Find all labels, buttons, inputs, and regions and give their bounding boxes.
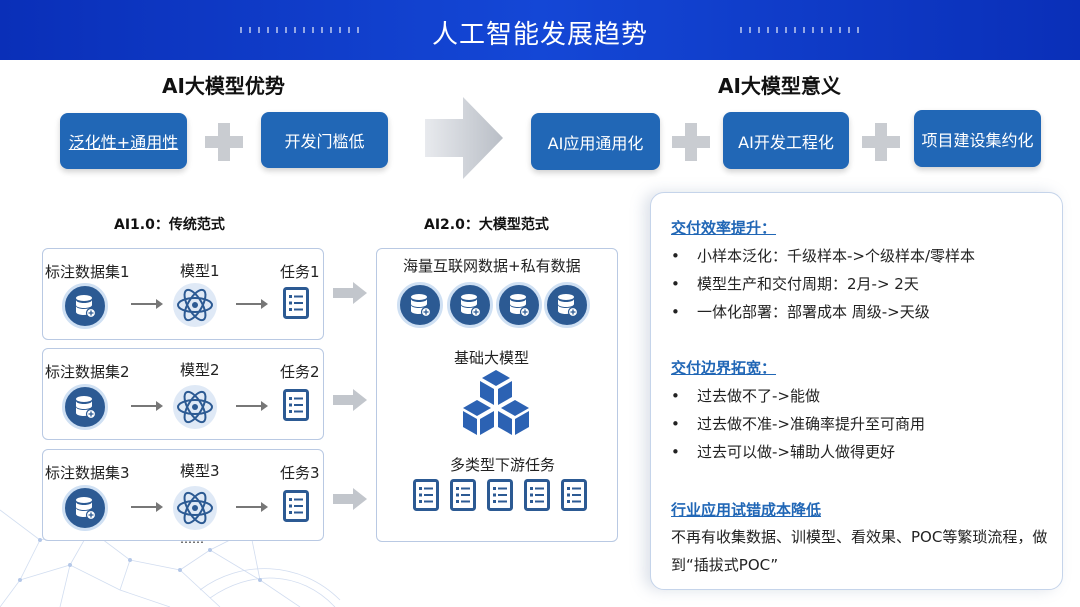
bullet-marker: • <box>671 303 680 321</box>
significance-detail-panel: 交付效率提升： • 小样本泛化：千级样本->个级样本/零样本 • 模型生产和交付周期… <box>650 192 1063 590</box>
bullet-marker: • <box>671 387 680 405</box>
section-heading-boundary: 交付边界拓宽： <box>671 359 777 377</box>
big-right-arrow-icon <box>425 97 503 179</box>
arrow-icon <box>333 282 367 304</box>
ai2-box: 海量互联网数据+私有数据 基础大模型 多类型下游任务 <box>376 248 618 542</box>
dataset-label: 标注数据集3 <box>45 464 130 482</box>
database-icon <box>62 384 108 430</box>
checklist-icon <box>283 490 309 522</box>
atom-icon <box>173 385 217 429</box>
checklist-icon <box>283 389 309 421</box>
list-item-text: 过去做不准->准确率提升至可商用 <box>697 415 925 433</box>
database-icon <box>62 485 108 531</box>
header-decoration-right <box>740 27 860 33</box>
model-label: 模型2 <box>180 361 220 379</box>
ai1-title: AI1.0：传统范式 <box>114 217 225 233</box>
advantages-title: AI大模型优势 <box>162 74 285 98</box>
section-heading-efficiency: 交付效率提升： <box>671 219 777 237</box>
ai1-row-2: 标注数据集2 模型2 任务2 <box>42 348 324 440</box>
network-decoration <box>0 509 341 607</box>
checklist-icon <box>413 479 439 511</box>
downstream-tasks-label: 多类型下游任务 <box>450 456 556 474</box>
ellipsis-label: …… <box>180 532 204 546</box>
list-item: • 一体化部署：部署成本 周级->天级 <box>671 301 930 322</box>
dataset-label: 标注数据集2 <box>45 363 130 381</box>
model-label: 模型3 <box>180 462 220 480</box>
model-label: 模型1 <box>180 262 220 280</box>
base-model-label: 基础大模型 <box>454 349 530 367</box>
significance-label: AI应用通用化 <box>547 133 644 153</box>
arrow-icon <box>333 389 367 411</box>
checklist-icon <box>487 479 513 511</box>
dataset-label: 标注数据集1 <box>45 263 130 281</box>
plus-icon <box>672 123 710 161</box>
arrow-icon <box>236 502 268 512</box>
ai2-title: AI2.0：大模型范式 <box>424 217 549 233</box>
plus-icon <box>205 123 243 161</box>
advantage-pill-low-barrier: 开发门槛低 <box>261 112 388 168</box>
significance-label: 项目建设集约化 <box>921 130 1034 150</box>
checklist-icon <box>524 479 550 511</box>
list-item: • 模型生产和交付周期：2月-> 2天 <box>671 273 919 294</box>
plus-icon <box>862 123 900 161</box>
checklist-icon <box>561 479 587 511</box>
arrow-icon <box>131 502 163 512</box>
task-label: 任务3 <box>280 464 320 482</box>
checklist-icon <box>283 287 309 319</box>
ai1-row-1: 标注数据集1 模型1 任务1 <box>42 248 324 340</box>
significance-label: AI开发工程化 <box>738 132 834 152</box>
advantage-label: 开发门槛低 <box>284 132 365 151</box>
cube-icon <box>463 370 529 435</box>
checklist-icon <box>450 479 476 511</box>
section-heading-cost: 行业应用试错成本降低 <box>671 501 822 519</box>
advantage-pill-generalization: 泛化性+通用性 <box>60 113 187 169</box>
list-item-text: 过去可以做->辅助人做得更好 <box>697 443 895 461</box>
data-source-label: 海量互联网数据+私有数据 <box>403 257 581 275</box>
advantage-label: 泛化性+通用性 <box>68 133 179 152</box>
arrow-icon <box>236 299 268 309</box>
bullet-marker: • <box>671 443 680 461</box>
arrow-icon <box>131 299 163 309</box>
header-decoration-left <box>240 27 360 33</box>
section-text-cost: 不再有收集数据、训模型、看效果、POC等繁琐流程，做到“插拔式POC” <box>671 528 1048 574</box>
significance-pill-general: AI应用通用化 <box>531 113 660 170</box>
atom-icon <box>173 486 217 530</box>
list-item: • 小样本泛化：千级样本->个级样本/零样本 <box>671 245 975 266</box>
database-icon <box>62 283 108 329</box>
database-icon <box>447 282 493 328</box>
database-icon <box>397 282 443 328</box>
bullet-marker: • <box>671 247 680 265</box>
significance-pill-intensive: 项目建设集约化 <box>914 110 1041 167</box>
database-icon <box>544 282 590 328</box>
significance-pill-engineering: AI开发工程化 <box>723 112 849 169</box>
task-label: 任务2 <box>280 363 320 381</box>
page-title: 人工智能发展趋势 <box>431 20 648 50</box>
task-label: 任务1 <box>280 263 320 281</box>
list-item: • 过去做不了->能做 <box>671 385 820 406</box>
atom-icon <box>173 283 217 327</box>
arrow-icon <box>131 401 163 411</box>
bullet-marker: • <box>671 275 680 293</box>
ai1-row-3: 标注数据集3 模型3 任务3 …… <box>42 449 324 546</box>
list-item-text: 一体化部署：部署成本 周级->天级 <box>697 303 930 321</box>
list-item: • 过去可以做->辅助人做得更好 <box>671 441 895 462</box>
list-item-text: 模型生产和交付周期：2月-> 2天 <box>697 275 919 293</box>
header-bar: 人工智能发展趋势 <box>0 0 1080 60</box>
list-item-text: 小样本泛化：千级样本->个级样本/零样本 <box>697 247 976 265</box>
arrow-icon <box>333 488 367 510</box>
database-icon <box>496 282 542 328</box>
bullet-marker: • <box>671 415 680 433</box>
significance-title: AI大模型意义 <box>718 74 841 98</box>
list-item-text: 过去做不了->能做 <box>697 387 820 405</box>
arrow-icon <box>236 401 268 411</box>
list-item: • 过去做不准->准确率提升至可商用 <box>671 413 925 434</box>
